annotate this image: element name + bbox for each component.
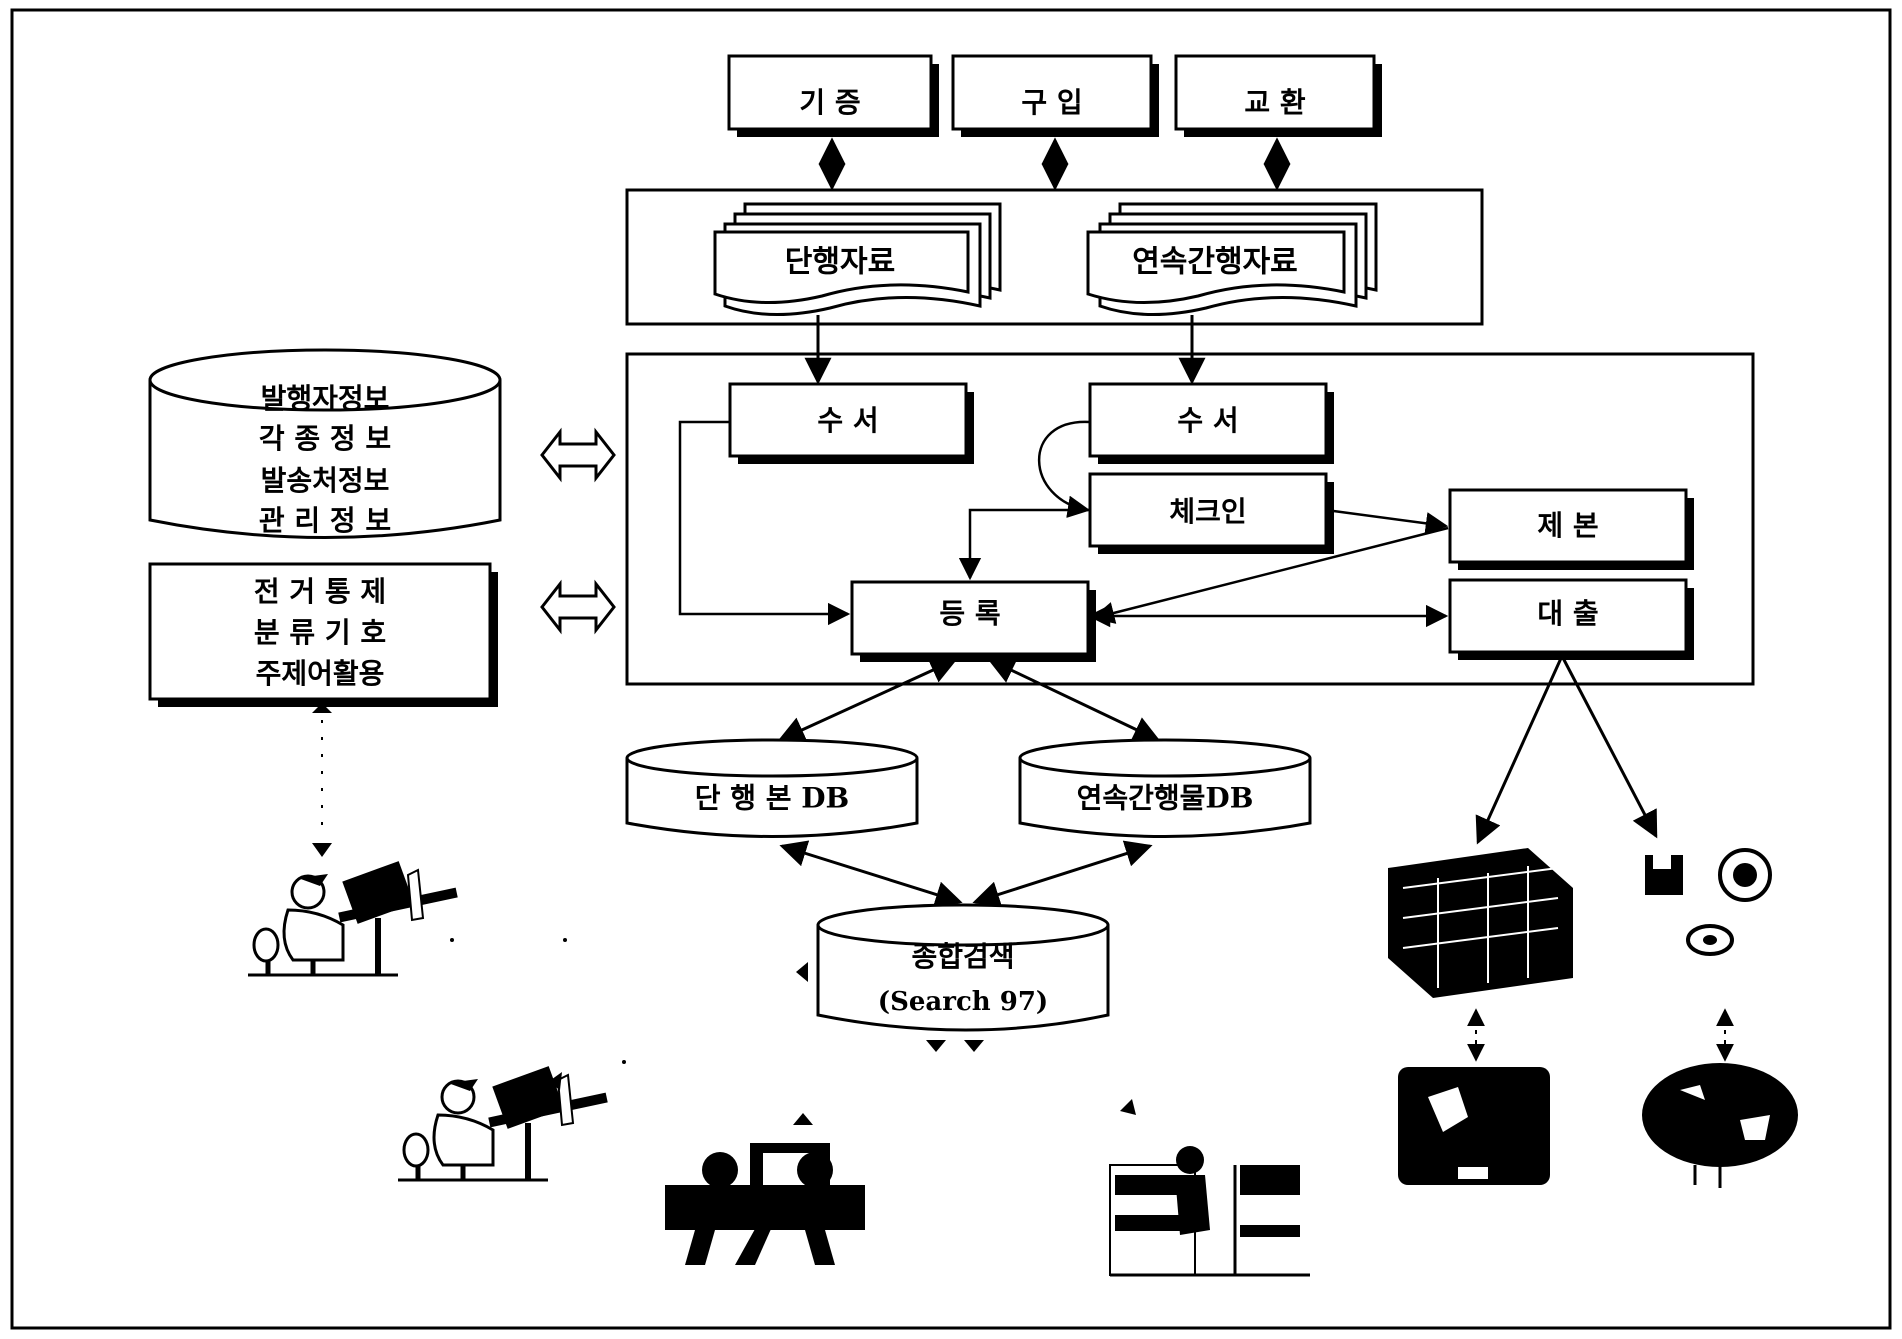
circulation-box: 대 출	[1450, 580, 1694, 660]
decorative-dot	[450, 938, 454, 942]
donation-box: 기 증	[729, 56, 939, 137]
serial-db-label: 연속간행물DB	[1077, 782, 1254, 815]
info-db-cylinder: 발행자정보 각 종 정 보 발송처정보 관 리 정 보	[150, 350, 500, 538]
books-clipart-icon	[1388, 848, 1573, 998]
registration-label: 등 록	[939, 597, 1000, 630]
registration-to-serial-db	[990, 660, 1158, 740]
authority-box: 전 거 통 제 분 류 기 호 주제어활용	[150, 564, 498, 707]
integrated-search-cylinder: 종합검색 (Search 97)	[818, 905, 1108, 1030]
purchase-box: 구 입	[953, 56, 1159, 137]
users-up-arrowhead	[793, 1113, 813, 1125]
info-line-3: 발송처정보	[261, 464, 390, 497]
terminal-user-clipart-icon	[1110, 1099, 1310, 1275]
globe-clipart-icon	[1642, 1063, 1798, 1188]
cataloger-clipart-icon-2	[398, 1066, 608, 1180]
monograph-db-label: 단 행 본 DB	[695, 782, 849, 815]
monograph-db-to-search	[782, 846, 960, 902]
exchange-label: 교 환	[1244, 86, 1306, 119]
media-clipart-icon	[1645, 850, 1770, 954]
decorative-dot	[622, 1060, 626, 1064]
search-left-arrowhead	[796, 962, 808, 982]
search-bottom-arrowhead-1	[926, 1040, 946, 1052]
integrated-search-subtitle: (Search 97)	[878, 987, 1048, 1017]
serial-material-label: 연속간행자료	[1132, 245, 1298, 280]
receipt-serial-label: 수 서	[1177, 404, 1238, 437]
authority-line-2: 분 류 기 호	[254, 616, 386, 649]
clerk-down-arrowhead	[312, 843, 332, 857]
receipt-monograph-label: 수 서	[817, 404, 878, 437]
registration-to-monograph-db	[780, 660, 955, 740]
monograph-db-cylinder: 단 행 본 DB	[627, 740, 917, 837]
circulation-label: 대 출	[1537, 597, 1598, 630]
info-line-4: 관 리 정 보	[259, 504, 391, 537]
authority-line-3: 주제어활용	[256, 657, 385, 690]
decorative-dot	[563, 938, 567, 942]
binding-label: 제 본	[1537, 509, 1598, 542]
computer-users-clipart-icon	[665, 1113, 865, 1265]
search-bottom-arrowhead-2	[964, 1040, 984, 1052]
reading-map-clipart-icon	[1398, 1067, 1550, 1185]
serial-db-cylinder: 연속간행물DB	[1020, 740, 1310, 837]
donation-label: 기 증	[799, 86, 860, 119]
registration-box: 등 록	[852, 582, 1096, 662]
info-line-2: 각 종 정 보	[259, 422, 391, 455]
check-in-to-registration	[970, 510, 1090, 578]
receipt-monograph-box: 수 서	[730, 384, 974, 464]
check-in-label: 체크인	[1169, 495, 1246, 528]
integrated-search-title: 종합검색	[911, 940, 1014, 973]
info-db-link-arrow	[542, 432, 614, 478]
authority-line-1: 전 거 통 제	[254, 575, 386, 608]
purchase-label: 구 입	[1021, 86, 1082, 119]
serial-doc-stack: 연속간행자료	[1088, 204, 1376, 315]
exchange-box: 교 환	[1176, 56, 1382, 137]
monograph-doc-stack: 단행자료	[715, 204, 1000, 315]
info-line-1: 발행자정보	[261, 382, 390, 415]
receipt-serial-box: 수 서	[1090, 384, 1334, 464]
check-in-to-binding	[1326, 510, 1446, 526]
check-in-box: 체크인	[1090, 474, 1334, 554]
cataloger-clipart-icon	[248, 861, 458, 975]
receipt-serial-to-check-in	[1039, 422, 1090, 510]
binding-box: 제 본	[1450, 490, 1694, 570]
monograph-material-label: 단행자료	[785, 245, 895, 280]
serial-db-to-search	[975, 846, 1150, 902]
authority-link-arrow	[542, 584, 614, 630]
